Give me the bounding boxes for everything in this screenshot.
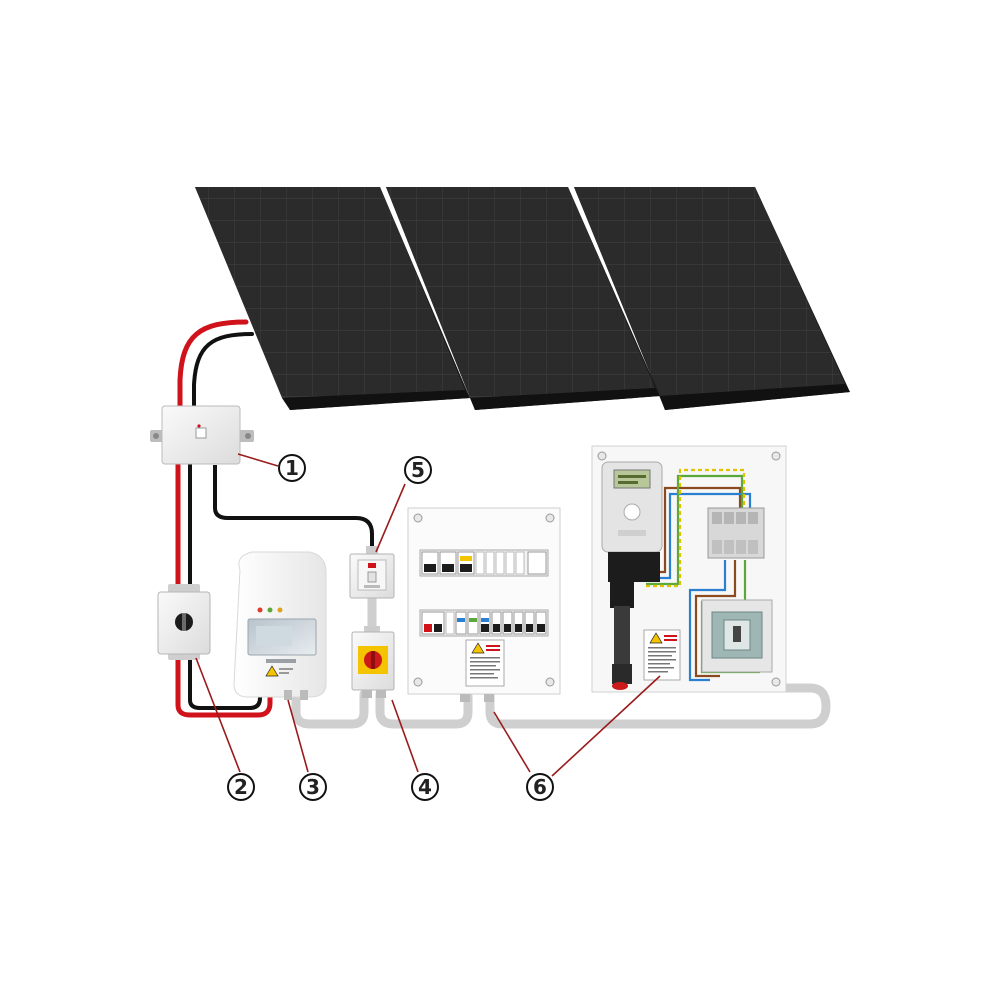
dc-isolator (157, 584, 211, 660)
main-fuse-carrier (610, 582, 634, 690)
warning-triangle-icon (265, 665, 279, 677)
breaker-row-bottom (419, 609, 549, 637)
ac-isolator (351, 626, 395, 698)
svg-text:3: 3 (306, 775, 320, 799)
callout-2: 2 (227, 773, 255, 801)
warning-triangle-icon (471, 642, 485, 654)
callout-3: 3 (299, 773, 327, 801)
dc-junction-box (150, 405, 254, 465)
callout-6: 6 (526, 773, 554, 801)
callout-leaders (195, 453, 661, 777)
callout-4: 4 (411, 773, 439, 801)
svg-text:5: 5 (411, 458, 425, 482)
meter-board (591, 445, 787, 693)
dc-cable-negative (188, 332, 262, 710)
warning-label-meter-board (643, 629, 681, 681)
solar-panel-array (195, 187, 850, 410)
electricity-meter (601, 461, 663, 582)
solar-panel-middle (386, 187, 660, 410)
dc-cable-positive (175, 319, 273, 718)
svg-text:1: 1 (285, 456, 299, 480)
rotary-isolator-icon (364, 651, 382, 669)
main-switch-box (701, 599, 773, 673)
breaker-row-top (419, 549, 549, 577)
svg-text:4: 4 (418, 775, 432, 799)
warning-label-consumer-unit (465, 639, 505, 687)
warning-triangle-icon (649, 632, 663, 644)
inverter (233, 551, 327, 700)
solar-panel-right (574, 187, 850, 410)
callout-1: 1 (278, 454, 306, 482)
callout-5: 5 (404, 456, 432, 484)
ac-cable-to-switch (213, 465, 374, 548)
meter-tails-terminal-block (707, 507, 765, 559)
rotary-isolator-icon (175, 612, 193, 632)
svg-text:6: 6 (533, 775, 547, 799)
fused-spur-switch (349, 546, 395, 599)
solar-panel-left (195, 187, 470, 410)
svg-text:2: 2 (234, 775, 248, 799)
consumer-unit (407, 507, 561, 702)
